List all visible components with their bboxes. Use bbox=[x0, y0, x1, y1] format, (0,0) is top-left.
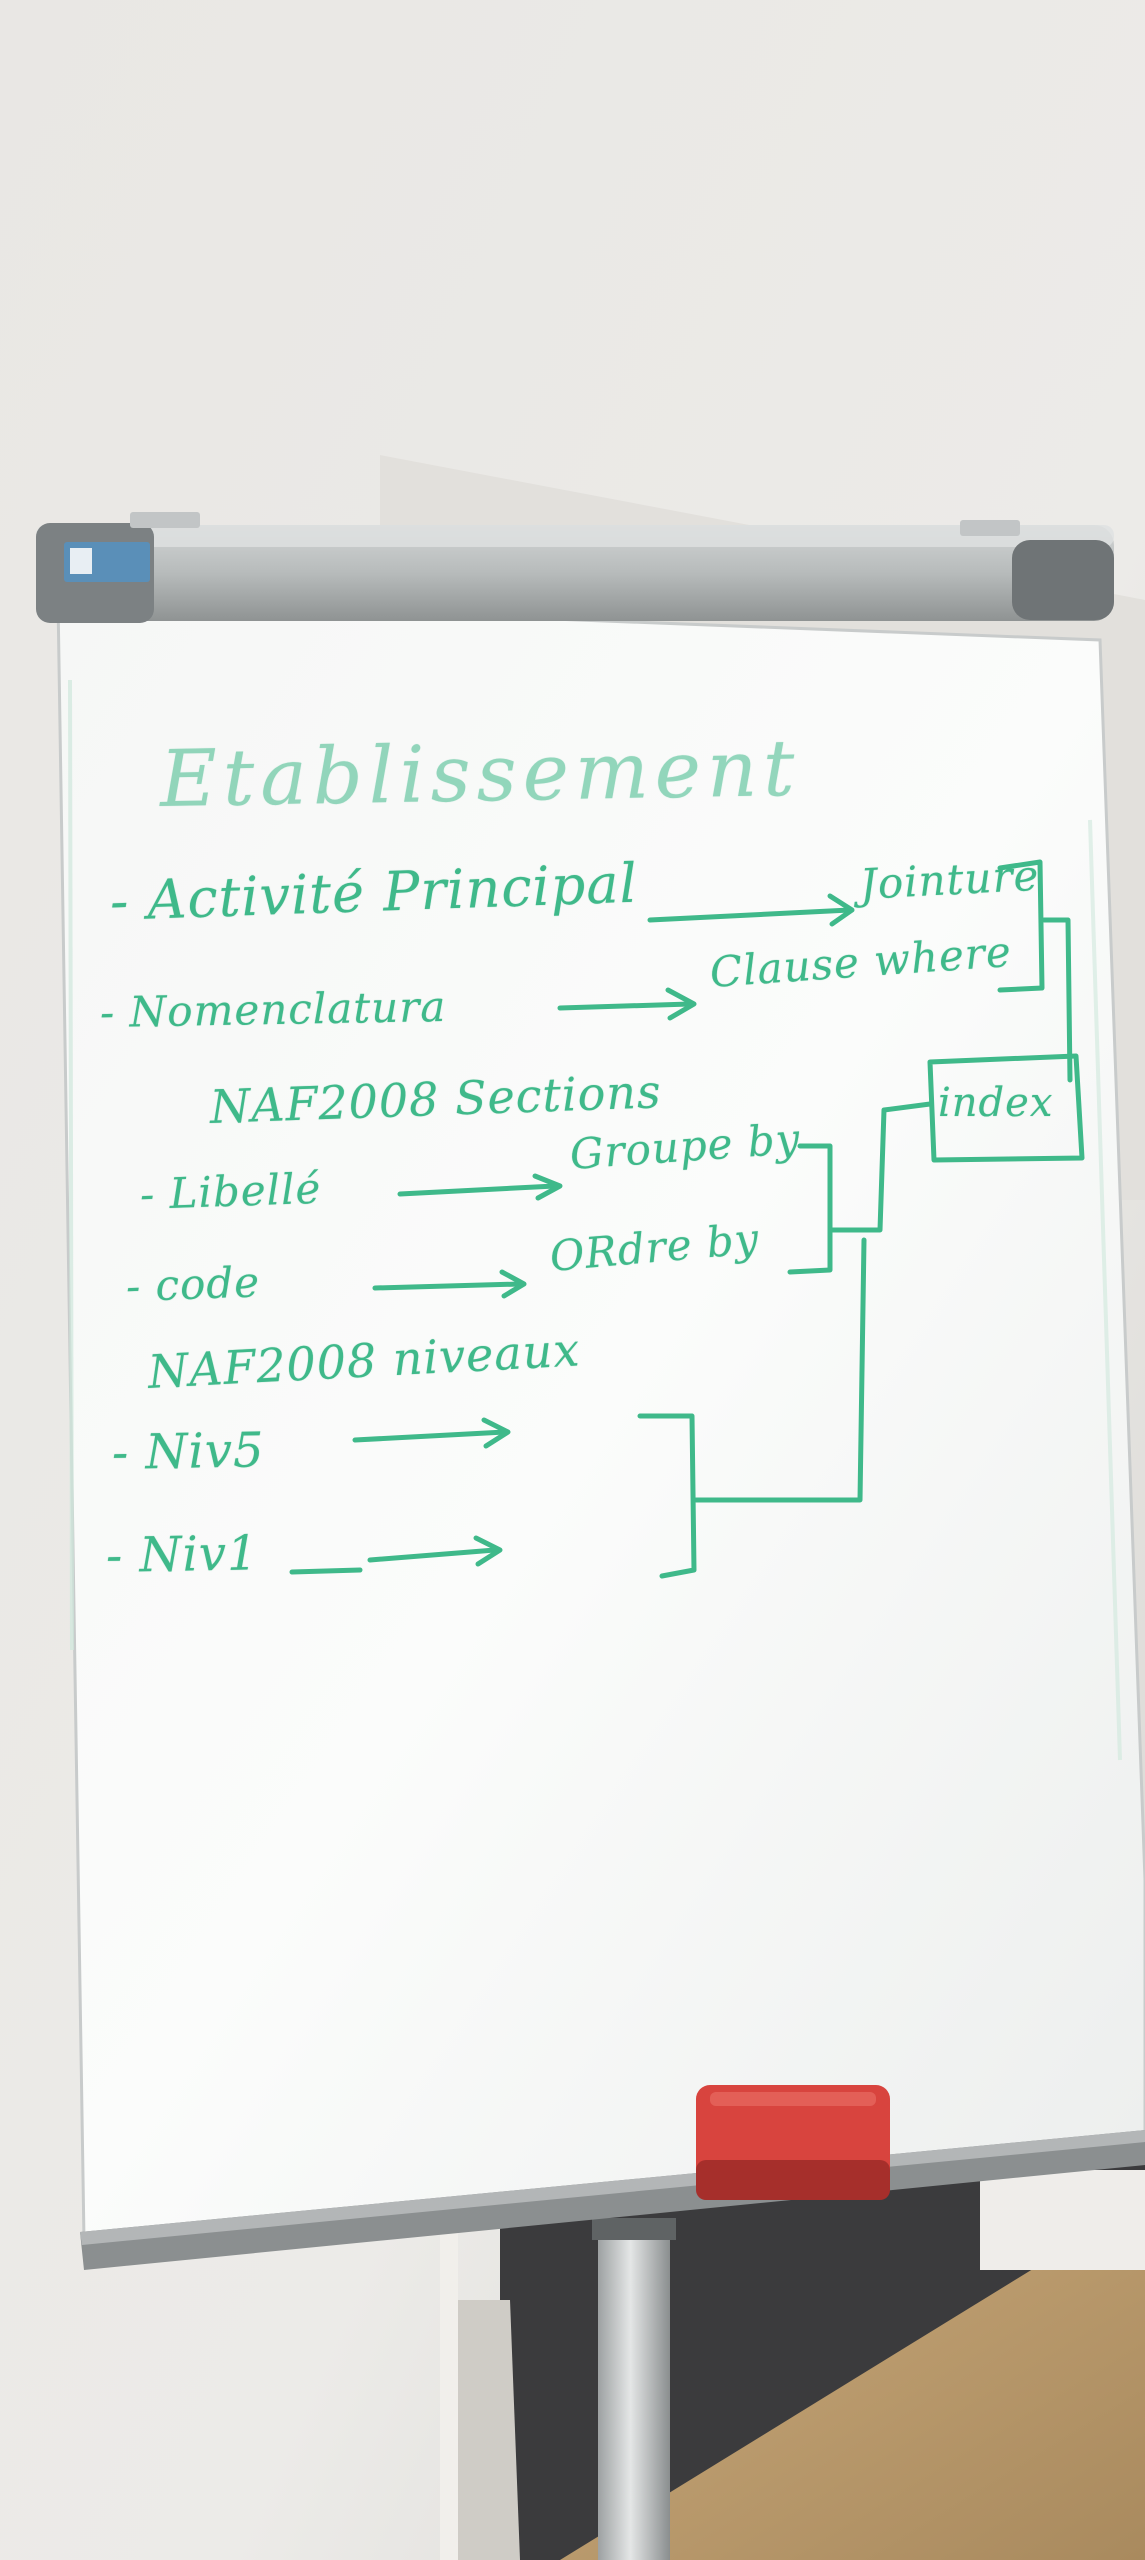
line-niv1: - Niv1 bbox=[105, 1525, 259, 1584]
line-code: - code bbox=[125, 1257, 261, 1311]
heading-etablissement: Etablissement bbox=[159, 723, 802, 825]
boxed-note-index: index bbox=[938, 1080, 1054, 1126]
line-niv5: - Niv5 bbox=[111, 1422, 265, 1481]
line-nomenclatura: - Nomenclatura bbox=[99, 981, 447, 1037]
eraser bbox=[696, 2085, 890, 2200]
line-libelle: - Libellé bbox=[139, 1163, 323, 1219]
note-jointure: Jointure bbox=[858, 850, 1041, 909]
